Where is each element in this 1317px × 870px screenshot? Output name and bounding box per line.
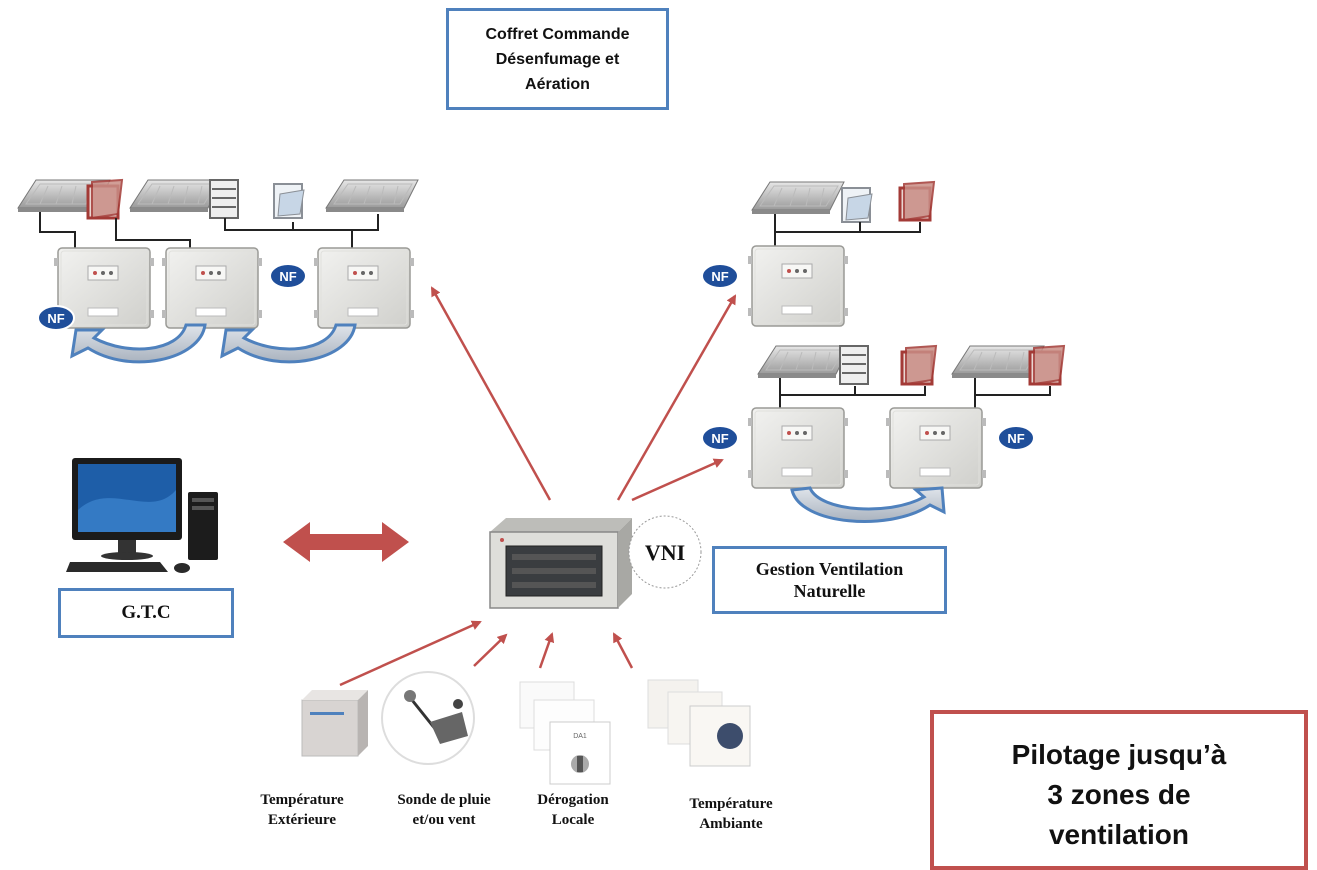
sensor-label-outdoor-temp: Température Extérieure — [260, 792, 344, 828]
gtc-label: G.T.C — [58, 588, 234, 638]
control-cabinet-icon — [885, 407, 987, 489]
sensor-label-ambient-temp: Température Ambiante — [689, 796, 773, 832]
louver-icon — [839, 345, 869, 385]
louver-icon — [209, 179, 239, 219]
natural-ventilation-label: Gestion Ventilation Naturelle — [712, 546, 947, 614]
signal-arrows — [339, 286, 737, 687]
nf-badge-icon: NF — [997, 425, 1035, 451]
nf-badge-icon: NF — [269, 263, 307, 289]
control-cabinet-icon — [161, 247, 263, 329]
ambient-temperature-sensor-icon — [647, 679, 751, 767]
control-cabinet-icon — [747, 245, 849, 327]
control-cabinet-icon — [313, 247, 415, 329]
sensor-label-rain-wind: Sonde de pluie et/ou vent — [397, 792, 491, 828]
zone-2-group: NF — [701, 180, 936, 327]
red-window-icon — [86, 178, 124, 220]
skylight-window-icon — [841, 187, 873, 223]
svg-text:NF: NF — [1007, 431, 1024, 446]
svg-text:DA1: DA1 — [573, 733, 587, 740]
zones-callout: Pilotage jusqu’à 3 zones de ventilation — [930, 710, 1308, 870]
roof-vent-icon — [757, 345, 851, 379]
roof-vent-icon — [129, 179, 223, 213]
outdoor-temperature-sensor-icon — [301, 690, 368, 757]
zone-1-group: NF NF — [17, 178, 419, 364]
smoke-control-box-label: Coffret Commande Désenfumage et Aération — [446, 8, 669, 110]
nf-badge-icon: NF — [37, 305, 75, 331]
vni-controller-icon — [489, 518, 632, 609]
communication-flow-arrow — [220, 323, 357, 364]
svg-text:NF: NF — [711, 431, 728, 446]
skylight-window-icon — [273, 183, 305, 219]
local-override-switch-icon: DA1 — [519, 681, 611, 785]
zone-3-group: NF NF — [701, 344, 1066, 523]
svg-text:NF: NF — [711, 269, 728, 284]
computer-icon — [66, 458, 218, 573]
svg-text:VNI: VNI — [645, 540, 685, 565]
nf-badge-icon: NF — [701, 263, 739, 289]
bidirectional-arrow-icon — [283, 522, 409, 562]
sensor-label-local-override: Dérogation Locale — [537, 792, 609, 828]
communication-flow-arrow — [70, 323, 207, 364]
roof-vent-icon — [325, 179, 419, 213]
red-window-icon — [900, 344, 938, 386]
nf-badge-icon: NF — [701, 425, 739, 451]
communication-flow-arrow — [790, 486, 946, 523]
red-window-icon — [898, 180, 936, 222]
svg-text:NF: NF — [47, 311, 64, 326]
svg-text:NF: NF — [279, 269, 296, 284]
rain-wind-sensor-icon — [381, 671, 475, 765]
red-window-icon — [1028, 344, 1066, 386]
roof-vent-icon — [751, 181, 845, 215]
control-cabinet-icon — [747, 407, 849, 489]
vni-logo: VNI — [628, 515, 702, 589]
